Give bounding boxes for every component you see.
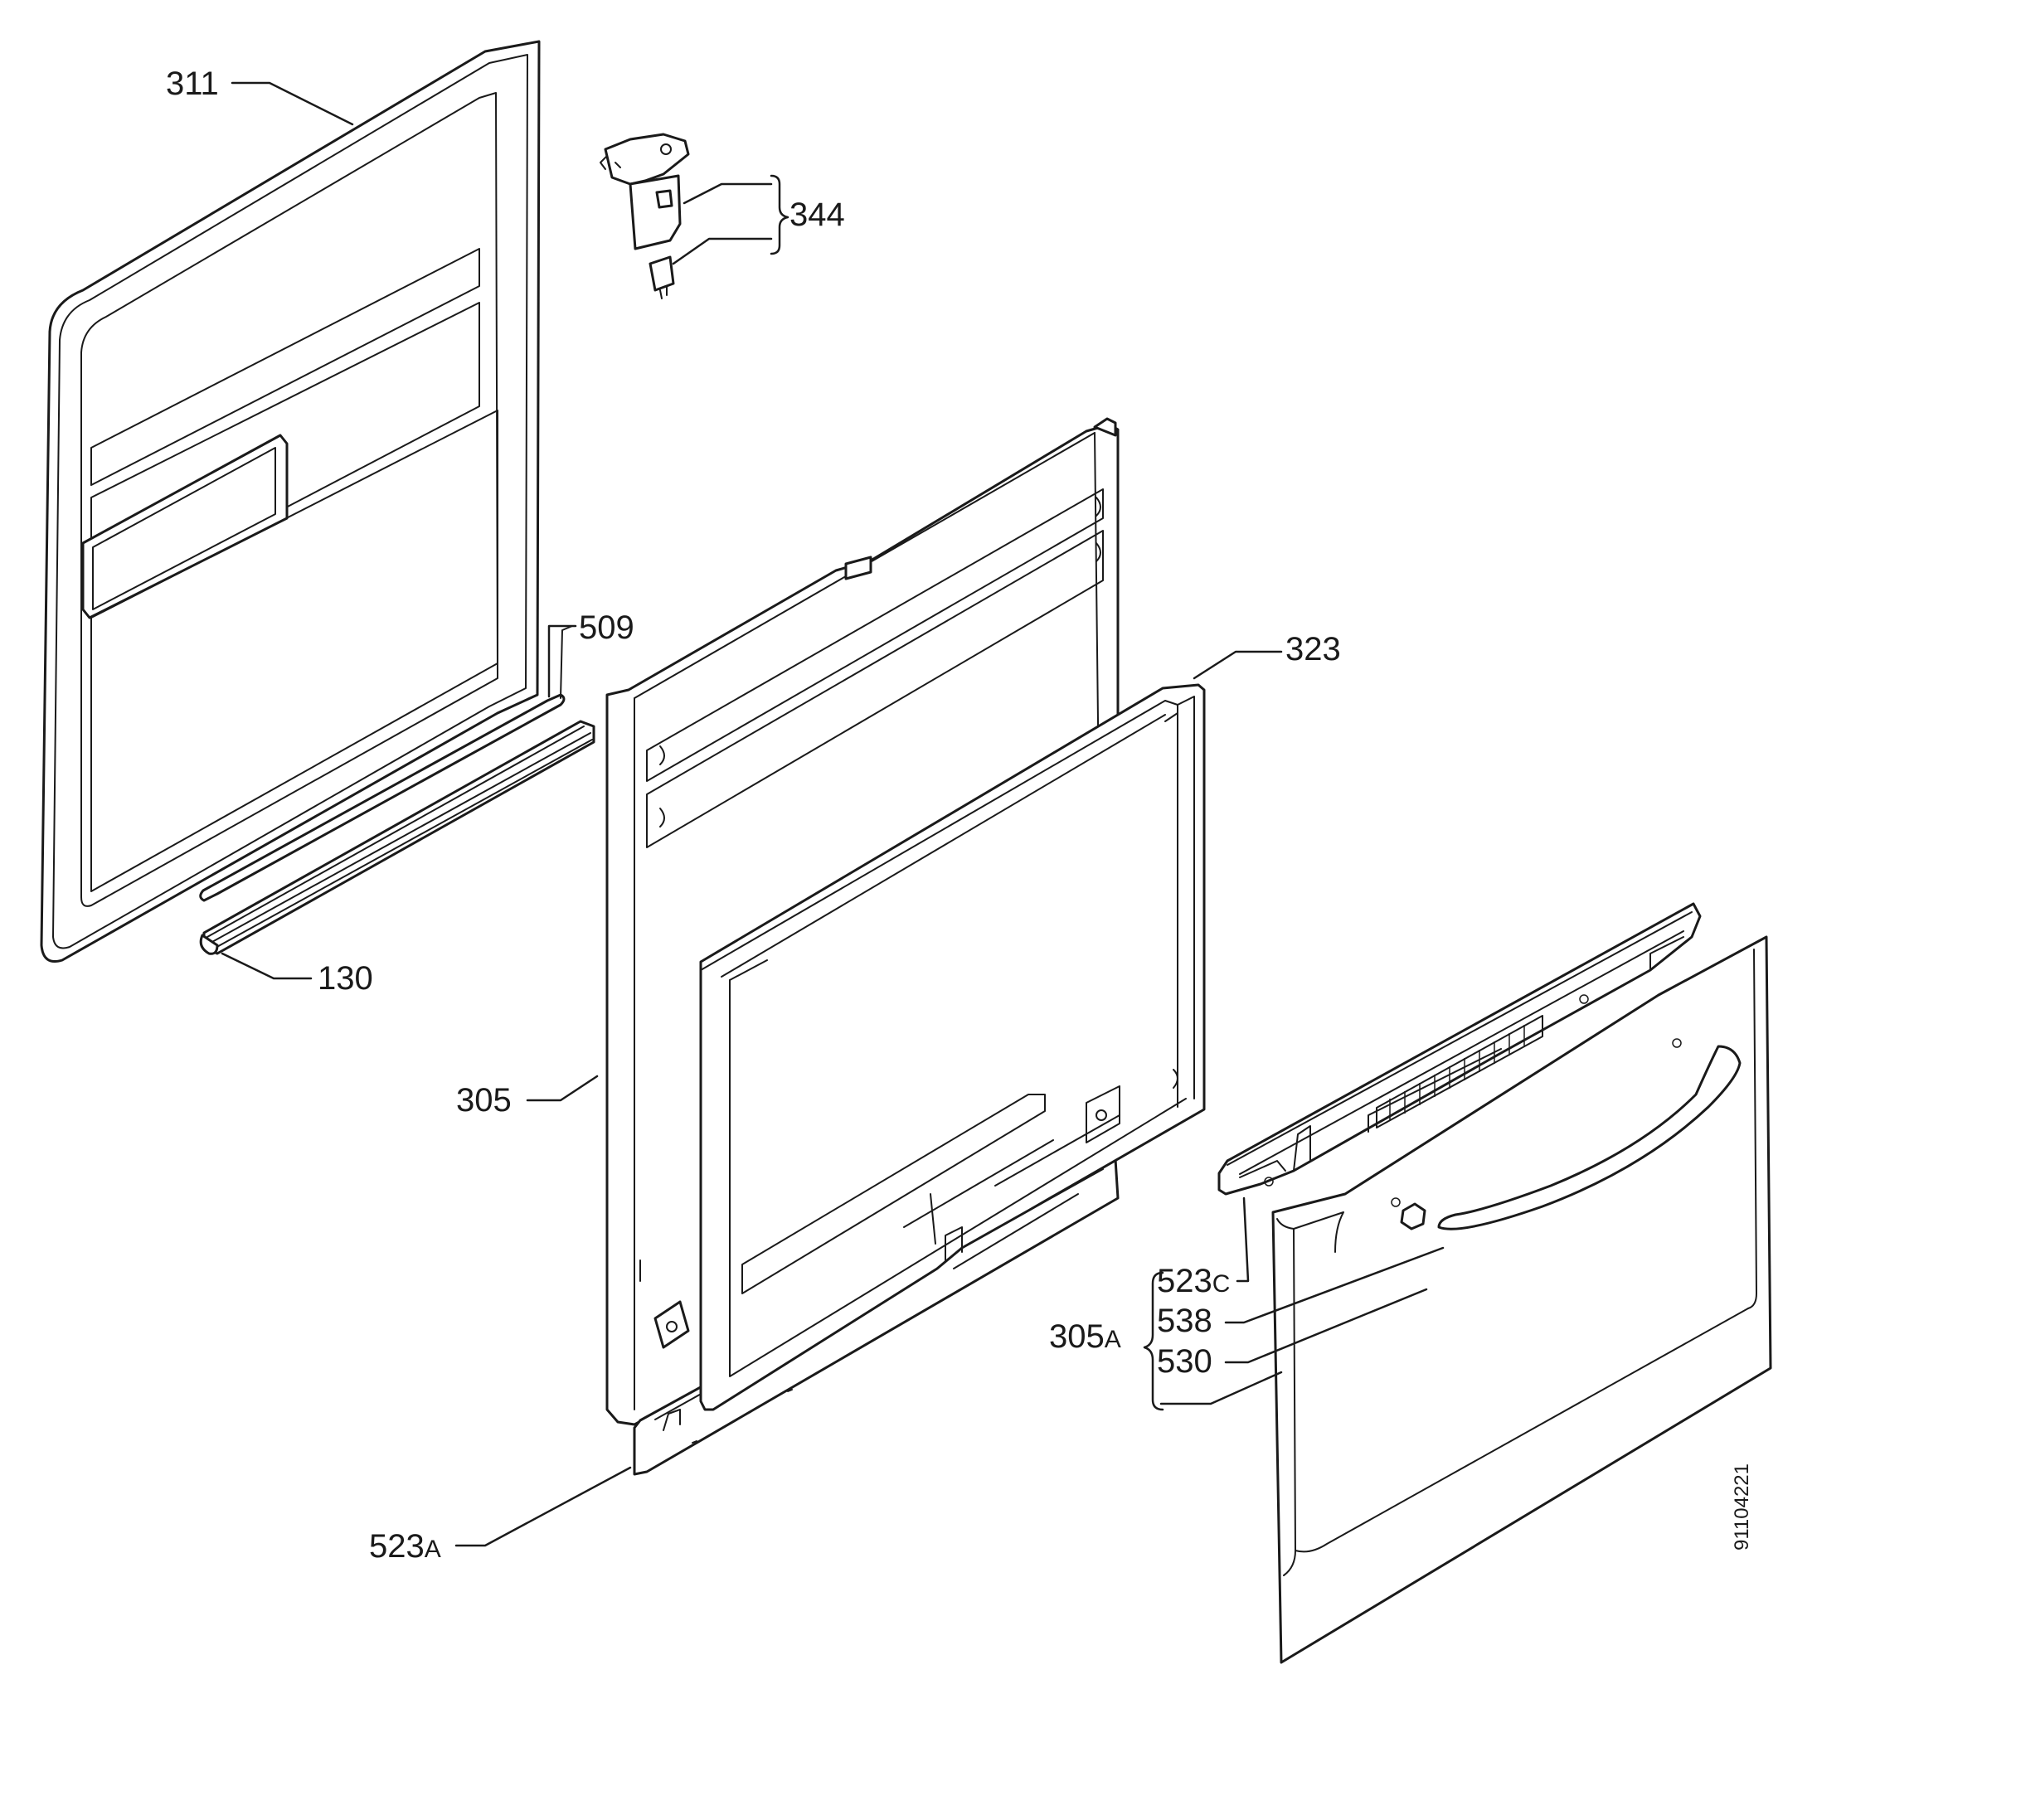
leader-344-a	[683, 182, 773, 205]
outer-door-panel-305a	[1271, 935, 1772, 1664]
gasket-strip-130	[199, 720, 595, 955]
leader-344-b	[672, 237, 773, 265]
wire-strip-509	[199, 625, 573, 902]
callout-538: 538	[1157, 1303, 1212, 1339]
inner-door-panel-311	[40, 40, 541, 963]
brace-305a	[1143, 1271, 1164, 1411]
leader-lines	[221, 81, 1445, 1547]
leader-509	[547, 624, 577, 698]
leader-530	[1224, 1288, 1428, 1364]
hinge-bracket-344	[600, 133, 690, 299]
callout-523a: 523A	[369, 1528, 441, 1565]
callout-323: 323	[1285, 631, 1341, 667]
leader-311	[231, 81, 354, 126]
callout-523c: 523C	[1157, 1263, 1230, 1299]
leader-523c	[1236, 1196, 1250, 1283]
callout-305: 305	[456, 1082, 512, 1119]
leader-323	[1193, 650, 1283, 680]
leader-305a-part	[1159, 1371, 1283, 1405]
leader-305	[526, 1075, 599, 1102]
callout-130: 130	[318, 960, 373, 997]
callout-311: 311	[166, 66, 219, 102]
callout-509: 509	[579, 609, 634, 646]
inner-frame-323	[699, 683, 1206, 1411]
brace-344	[770, 174, 789, 255]
control-strip-523c	[1217, 902, 1702, 1196]
callout-305a: 305A	[1049, 1318, 1121, 1355]
leader-523a	[454, 1466, 632, 1547]
callout-344: 344	[789, 197, 845, 233]
callout-labels: 311 344 509 323 130 305 523C 305A 538 53…	[166, 66, 1753, 1565]
callout-530: 530	[1157, 1343, 1212, 1380]
leader-538	[1224, 1246, 1445, 1324]
reference-number: 91104221	[1731, 1463, 1753, 1551]
leader-130	[221, 952, 313, 980]
